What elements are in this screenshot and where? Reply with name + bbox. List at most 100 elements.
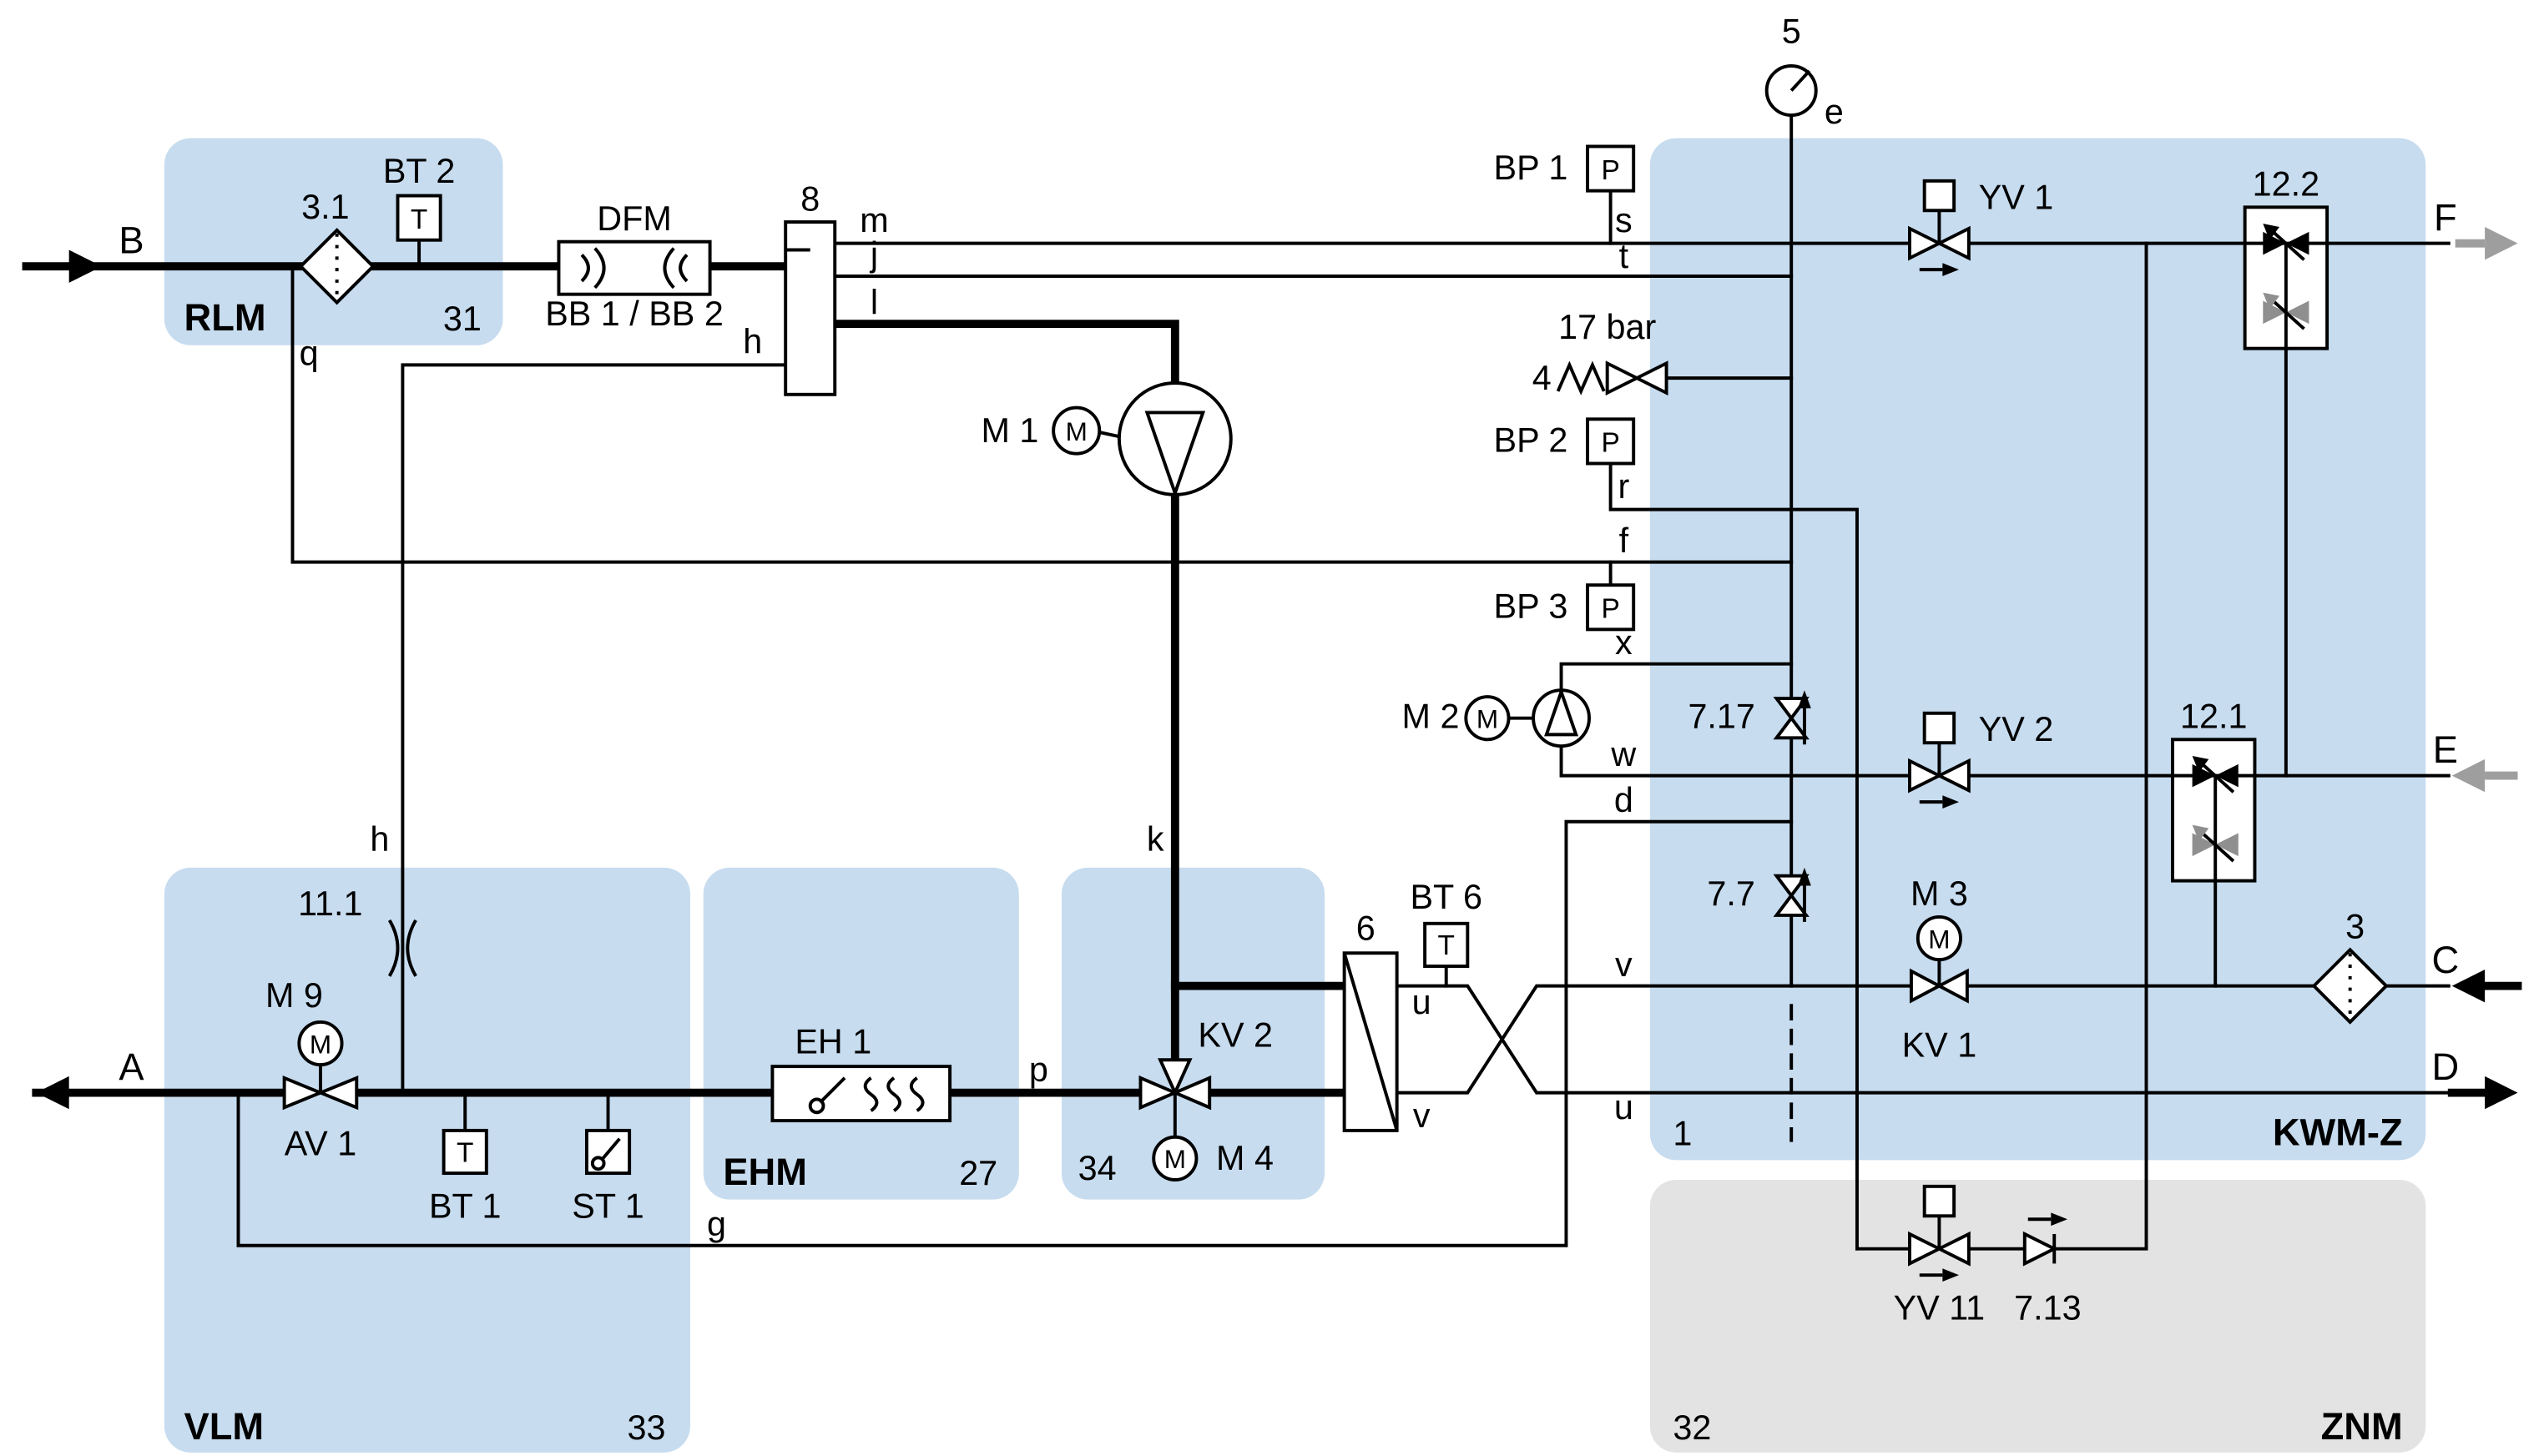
pump-m2-icon: M: [1464, 687, 1591, 748]
motor-circle: [1052, 406, 1102, 456]
zones: [164, 138, 2426, 1453]
thermostat-st1-label: ST 1: [572, 1186, 644, 1225]
line-l: l: [871, 283, 878, 321]
valve-unit-12-2-icon: [2243, 205, 2329, 350]
motor-letter: M: [1066, 416, 1088, 446]
zone-znm: [1649, 1179, 2426, 1453]
check-valve-7-7-icon: [1773, 867, 1811, 922]
pipe-l-k: [830, 320, 1179, 1065]
sensor-bt1-label: BT 1: [429, 1186, 502, 1225]
check-valve-7-13-icon: [2022, 1212, 2067, 1267]
heater-eh1-icon: [770, 1065, 952, 1123]
valve-m3-label: M 3: [1911, 874, 1968, 913]
zone-vlm-name: VLM: [184, 1405, 265, 1448]
motor-circle: [297, 1020, 344, 1067]
filter-3-label: 3: [2345, 908, 2365, 946]
sensor-bt1-letter: T: [457, 1137, 473, 1168]
line-q: q: [300, 334, 319, 372]
flow-arrow-f-out: [2485, 226, 2518, 260]
zone-znm-number: 32: [1673, 1408, 1711, 1447]
solenoid-valve-yv1-icon: [1908, 179, 1971, 277]
zone-rlm-name: RLM: [184, 296, 266, 339]
line-u-right: u: [1614, 1088, 1633, 1126]
zone-kwmz-name: KWM-Z: [2273, 1111, 2403, 1154]
flow-arrow-a-out: [36, 1076, 69, 1110]
sensor-bp3-label: BP 3: [1494, 587, 1568, 626]
valve-yv2-label: YV 2: [1979, 710, 2054, 748]
check-7-17-label: 7.17: [1688, 698, 1754, 736]
line-v-left: v: [1413, 1096, 1431, 1135]
sensor-bp2-letter: P: [1601, 428, 1619, 459]
symbols: M P P P M: [282, 64, 2389, 1282]
filter-3-icon: [2311, 947, 2389, 1025]
pipe-znm: [1855, 241, 2148, 1251]
valve-m9-label: M 9: [265, 976, 323, 1015]
safety-valve-4-icon: [1556, 360, 1668, 396]
pump-m2-label: M 2: [1402, 698, 1460, 736]
zone-ehm-name: EHM: [723, 1151, 807, 1193]
valve-yv1-label: YV 1: [1979, 178, 2054, 216]
pump-impeller: [1144, 411, 1206, 498]
valve-kv2-label: KV 2: [1198, 1015, 1273, 1054]
port-f: F: [2434, 196, 2457, 239]
zone-34-number: 34: [1078, 1149, 1117, 1187]
line-w: w: [1610, 735, 1636, 773]
sensor-bp2-icon: P: [1586, 417, 1636, 466]
motor-circle: [1916, 914, 1962, 962]
filter-3-1-icon: [298, 228, 376, 305]
zone-vlm: [164, 867, 690, 1453]
sensor-bt6-icon: T: [1423, 921, 1470, 968]
line-f: f: [1619, 521, 1629, 560]
pipe-q-f: [290, 264, 1794, 564]
motor-letter: M: [1476, 703, 1498, 733]
motor-letter: M: [310, 1029, 331, 1059]
labels: RLM 31 VLM 33 EHM 27 34 KWM-Z 1 ZNM 32 B…: [119, 12, 2459, 1448]
thermostat-st1-icon: [584, 1128, 632, 1176]
sensor-bp1-label: BP 1: [1494, 149, 1568, 187]
port-d: D: [2432, 1045, 2460, 1088]
sensor-bp1-letter: P: [1601, 155, 1619, 186]
flow-arrow-e-in: [2451, 758, 2486, 793]
sensor-bt2-icon: T: [396, 194, 442, 242]
pipe-r: [1608, 461, 1859, 1251]
solenoid-valve-yv2-icon: [1908, 711, 1971, 809]
line-h-mid: h: [370, 820, 389, 859]
line-j: j: [869, 235, 878, 274]
flow-meter-label: DFM: [597, 199, 672, 238]
unit-12-1-label: 12.1: [2180, 698, 2247, 736]
check-7-7-label: 7.7: [1707, 874, 1754, 913]
pump-m1-label: M 1: [981, 411, 1038, 450]
line-p: p: [1029, 1050, 1048, 1089]
valve-kv1-label: KV 1: [1902, 1025, 1977, 1064]
compensator-11-1-label: 11.1: [298, 884, 362, 923]
motor-letter: M: [1164, 1144, 1186, 1174]
pressure-gauge-icon: [1764, 64, 1818, 118]
port-b: B: [119, 219, 144, 261]
sensor-bt1-icon: T: [442, 1128, 488, 1176]
motor-circle: [1464, 695, 1511, 742]
pipe-d-g: [236, 819, 1794, 1247]
sensor-bt2-label: BT 2: [383, 152, 456, 190]
motor-letter: M: [1928, 924, 1950, 954]
pipe-v: [1395, 984, 2451, 1095]
sensor-bt2-letter: T: [411, 204, 427, 235]
port-a: A: [119, 1045, 144, 1088]
line-v-right: v: [1615, 945, 1633, 984]
gauge-5-label: 5: [1782, 12, 1801, 50]
sensor-bp2-label: BP 2: [1494, 421, 1568, 460]
sensor-bp3-letter: P: [1601, 594, 1619, 625]
line-h-top: h: [743, 323, 762, 361]
heater-eh1-label: EH 1: [795, 1022, 871, 1061]
sensor-bp3-icon: P: [1586, 583, 1636, 632]
relief-pressure-label: 17 bar: [1558, 308, 1656, 346]
line-d: d: [1614, 781, 1633, 819]
motor-circle: [1152, 1135, 1199, 1181]
pipe-h: [401, 363, 788, 1095]
valve-av1-label: AV 1: [285, 1124, 357, 1162]
line-g: g: [707, 1205, 726, 1243]
port-e: E: [2433, 728, 2458, 771]
manifold-8-label: 8: [800, 179, 820, 218]
motor-valve-av1-icon: M: [282, 1020, 359, 1111]
manifold-8-icon: [784, 220, 837, 396]
